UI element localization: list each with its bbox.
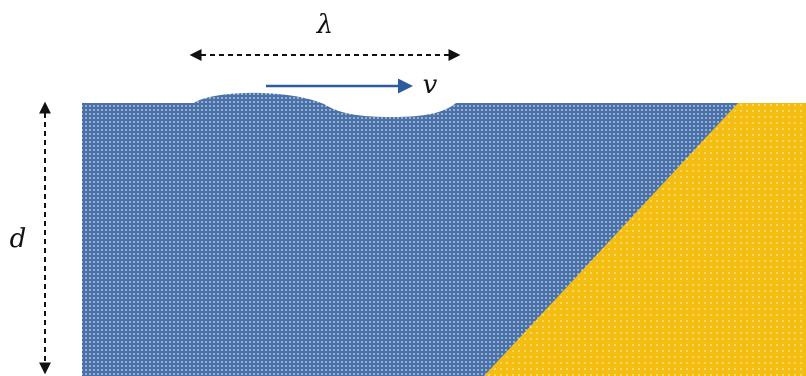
velocity-label: v xyxy=(423,70,438,100)
wavelength-label: λ xyxy=(316,10,333,40)
sand-slope xyxy=(484,103,806,376)
depth-label: d xyxy=(10,224,27,254)
